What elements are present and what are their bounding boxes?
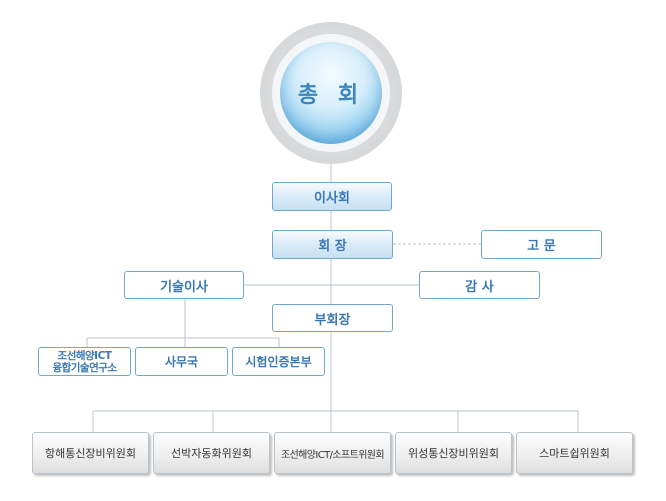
auditor-box: 감 사 bbox=[419, 271, 540, 299]
committee-box: 스마트쉽위원회 bbox=[516, 432, 633, 474]
institute-box: 조선해양ICT 융합기술연구소 bbox=[38, 347, 131, 376]
institute-label-line1: 조선해양ICT bbox=[57, 349, 112, 362]
chairman-box: 회 장 bbox=[272, 230, 393, 259]
institute-label-line2: 융합기술연구소 bbox=[52, 361, 117, 374]
vice-chairman-box: 부회장 bbox=[272, 304, 393, 332]
committee-box: 항해통신장비위원회 bbox=[32, 432, 149, 474]
general-assembly-circle: 총 회 bbox=[280, 42, 382, 144]
committee-box: 위성통신장비위원회 bbox=[395, 432, 512, 474]
general-assembly-label: 총 회 bbox=[297, 83, 365, 108]
board-box: 이사회 bbox=[272, 182, 392, 211]
tech-director-box: 기술이사 bbox=[124, 271, 244, 299]
secretariat-box: 사무국 bbox=[135, 347, 228, 376]
committee-box: 조선해양ICT/소프트위원회 bbox=[274, 432, 391, 474]
committee-box: 선박자동화위원회 bbox=[153, 432, 270, 474]
advisor-box: 고 문 bbox=[481, 230, 602, 259]
testing-hq-box: 시험인증본부 bbox=[232, 347, 325, 376]
